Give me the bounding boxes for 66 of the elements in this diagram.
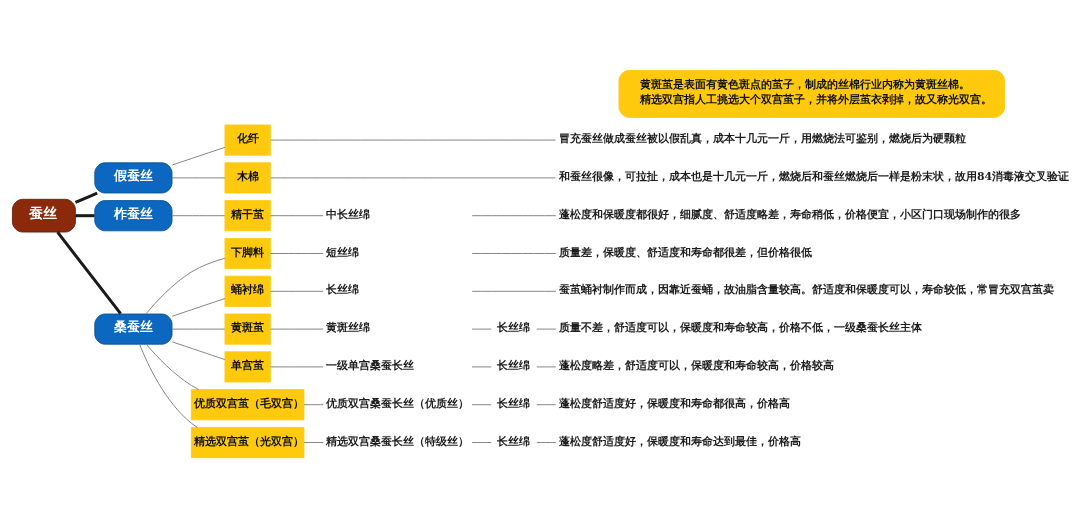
connector — [471, 442, 492, 443]
node-box: 桑蚕丝 — [94, 313, 173, 345]
connector — [536, 442, 557, 443]
node-text: 一级单宫桑蚕长丝 — [326, 358, 415, 372]
connector — [56, 231, 122, 315]
node-text: 蓬松度和保暖度都很好，细腻度、舒适度略差，寿命稍低，价格便宜，小区门口现场制作的很多 — [558, 207, 1021, 221]
node-box: 黄斑茧 — [224, 313, 271, 345]
node-text: 短丝绵 — [326, 245, 360, 259]
node-box: 蚕丝 — [12, 198, 76, 233]
connector — [145, 257, 226, 315]
node-box: 精干茧 — [224, 200, 271, 232]
connector — [171, 298, 226, 317]
node-box: 柞蚕丝 — [94, 200, 173, 232]
node-text: 冒充蚕丝做成蚕丝被以假乱真，成本十几元一斤，用燃烧法可鉴别，燃烧后为硬颗粒 — [558, 132, 966, 146]
connector — [471, 253, 557, 254]
connector — [303, 442, 324, 443]
node-text: 中长丝绵 — [326, 207, 371, 221]
node-box: 单宫茧 — [224, 351, 271, 383]
node-text: 长丝绵 — [497, 396, 531, 410]
connector — [270, 139, 557, 141]
connector — [303, 404, 324, 406]
node-box: 假蚕丝 — [94, 162, 173, 194]
connector — [270, 177, 557, 179]
connector — [471, 215, 557, 217]
node-box: 黄斑茧是表面有黄色斑点的茧子，制成的丝棉行业内称为黄斑丝棉。 精选双宫指人工挑选大个双宫茧子，并将外层茧衣剥掉，故又称光双宫。 — [618, 69, 1005, 118]
node-text: 精选双宫桑蚕长丝（特级丝） — [326, 434, 470, 448]
node-text: 黄斑丝绵 — [326, 321, 371, 335]
connector — [171, 146, 226, 166]
node-text: 和蚕丝很像，可拉扯，成本也是十几元一斤，燃烧后和蚕丝燃烧后一样是粉末状，故用84消毒液交叉验证 — [558, 169, 1070, 183]
connector — [171, 341, 226, 360]
connector — [74, 191, 98, 204]
connector — [471, 366, 492, 368]
node-box: 下脚料 — [224, 237, 271, 270]
connector — [471, 328, 492, 330]
connector — [269, 215, 324, 217]
node-text: 蚕茧蛹衬制作而成，因靠近蚕蛹，故油脂含量较高。舒适度和保暖度可以，寿命较低，常冒充双宫茧卖 — [558, 283, 1054, 297]
connector — [471, 404, 492, 406]
node-text: 质量差，保暖度、舒适度和寿命都很差，但价格很低 — [558, 245, 812, 259]
node-box: 蛹衬绵 — [224, 275, 271, 307]
connector — [171, 328, 226, 330]
node-box: 化纤 — [224, 124, 271, 156]
connector — [536, 328, 557, 330]
node-text: 质量不差，舒适度可以，保暖度和寿命较高，价格不低，一级桑蚕长丝主体 — [558, 321, 922, 335]
node-text: 优质双宫桑蚕长丝（优质丝） — [326, 396, 470, 410]
connector — [536, 404, 557, 406]
node-text: 长丝绵 — [497, 358, 531, 372]
connector — [536, 366, 557, 368]
node-text: 蓬松度舒适度好，保暖度和寿命都很高，价格高 — [558, 396, 790, 410]
connector — [171, 215, 226, 217]
connector — [269, 253, 324, 254]
connector — [145, 343, 200, 390]
connector — [269, 328, 324, 330]
node-box: 木棉 — [224, 162, 271, 194]
node-text: 长丝绵 — [497, 434, 531, 448]
connector — [75, 214, 95, 218]
node-box: 精选双宫茧（光双宫） — [190, 426, 305, 459]
connector — [269, 366, 324, 368]
connector — [139, 343, 198, 428]
connector — [171, 177, 226, 179]
node-box: 优质双宫茧（毛双宫） — [190, 389, 305, 421]
node-text: 长丝绵 — [497, 321, 531, 335]
node-text: 蓬松度略差，舒适度可以，保暖度和寿命较高，价格较高 — [558, 358, 834, 372]
node-text: 长丝绵 — [326, 283, 360, 297]
connector — [471, 290, 557, 292]
connector — [269, 290, 324, 292]
node-text: 蓬松度舒适度好，保暖度和寿命达到最佳，价格高 — [558, 434, 801, 448]
